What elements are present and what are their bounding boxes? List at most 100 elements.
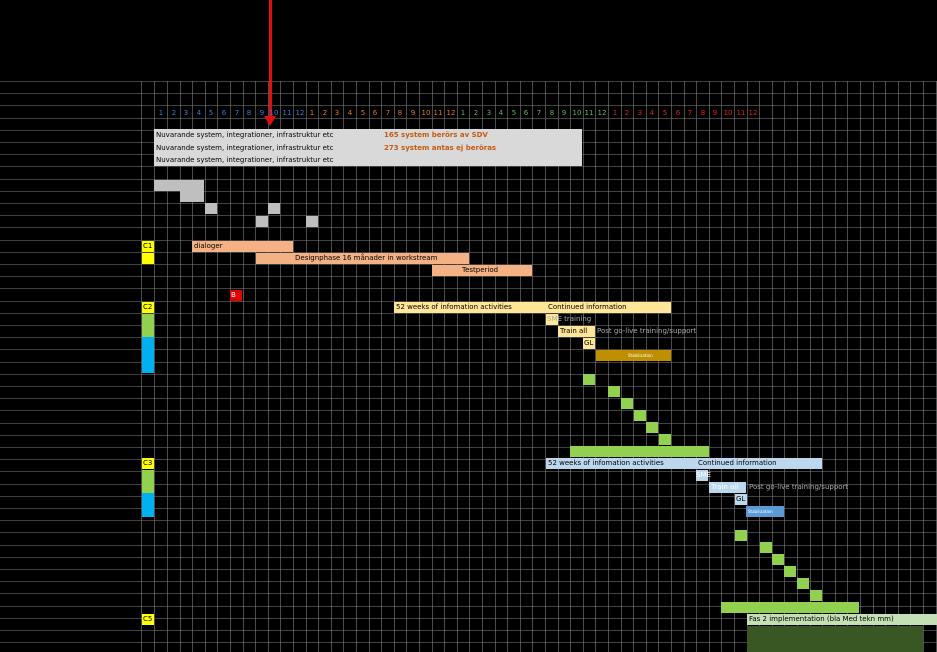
month-label: 9 — [561, 109, 567, 117]
month-label: 4 — [347, 109, 353, 117]
month-label: 2 — [322, 109, 328, 117]
c2-train-label: Train all — [560, 327, 588, 335]
month-label: 5 — [360, 109, 366, 117]
c2-green-marker — [142, 314, 154, 337]
month-label: 11 — [584, 109, 594, 117]
month-label: 5 — [511, 109, 517, 117]
month-label: 2 — [171, 109, 177, 117]
c3-sme-bar — [696, 470, 708, 481]
c2-info-bar — [394, 302, 546, 313]
month-label: 6 — [372, 109, 378, 117]
c2-sme-bar — [546, 314, 558, 325]
month-label: 9 — [259, 109, 265, 117]
unaffected-systems-note: 273 system antas ej beröras — [384, 144, 497, 152]
c3-stab-label: Stabilization — [748, 509, 773, 514]
c2-step-block — [646, 422, 658, 433]
c3-train-bar — [709, 482, 746, 493]
c1-design-bar — [256, 253, 469, 264]
c1-yellow-marker — [142, 253, 154, 264]
month-label: 9 — [712, 109, 718, 117]
month-label: 8 — [700, 109, 706, 117]
tag-c1: C1 — [142, 241, 154, 252]
c1-design-label: Designphase 16 månader in workstream — [295, 254, 438, 262]
month-label: 7 — [536, 109, 542, 117]
c1-test-bar — [432, 265, 532, 276]
c3-implementation-bar — [721, 602, 859, 613]
c3-gl-bar — [735, 494, 747, 505]
c3-step-block — [735, 530, 747, 541]
c2-post-label: Post go-live training/support — [597, 327, 697, 335]
c3-step-block — [797, 578, 809, 589]
month-label: 1 — [158, 109, 164, 117]
month-label: 6 — [221, 109, 227, 117]
month-label: 11 — [736, 109, 746, 117]
c3-step-block — [810, 590, 822, 601]
arrow-down-icon — [264, 116, 276, 126]
affected-systems-note: 165 system berörs av SDV — [384, 131, 488, 139]
month-label: 8 — [549, 109, 555, 117]
c1-dialog-bar — [192, 241, 293, 252]
tag-b: B — [230, 290, 242, 301]
month-label: 10 — [723, 109, 733, 117]
month-label: 10 — [421, 109, 431, 117]
month-label: 9 — [410, 109, 416, 117]
c3-sme-label: SME — [696, 471, 711, 479]
month-label: 2 — [473, 109, 479, 117]
c2-step-block — [583, 374, 595, 385]
c1-test-label: Testperiod — [462, 266, 499, 274]
c2-continued-bar — [546, 302, 671, 313]
c2-gl-label: GL — [584, 339, 594, 347]
gray-block — [180, 191, 204, 202]
c2-stab-label: Stabilization — [628, 353, 653, 358]
c3-step-block — [784, 566, 796, 577]
c2-sme-label: SME training — [547, 315, 592, 323]
c3-continued-bar — [696, 458, 822, 469]
c3-green-marker — [142, 470, 154, 493]
month-label: 1 — [460, 109, 466, 117]
c2-step-block — [659, 434, 671, 445]
month-label: 12 — [295, 109, 305, 117]
c2-step-block — [621, 398, 633, 409]
month-label: 4 — [649, 109, 655, 117]
gray-block — [306, 216, 318, 227]
month-label: 8 — [246, 109, 252, 117]
c3-continued-label: Continued information — [698, 459, 777, 467]
month-label: 12 — [446, 109, 456, 117]
month-label: 3 — [183, 109, 189, 117]
c2-continued-label: Continued information — [548, 303, 627, 311]
c2-gl-bar — [583, 338, 595, 349]
c2-stab-bar — [596, 350, 671, 361]
c3-train-label: Train all — [711, 483, 739, 491]
month-label: 3 — [334, 109, 340, 117]
c3-info-bar — [546, 458, 696, 469]
gray-block — [256, 216, 268, 227]
c3-stab-bar — [746, 506, 784, 517]
month-label: 12 — [748, 109, 758, 117]
month-label: 11 — [433, 109, 443, 117]
month-label: 11 — [282, 109, 292, 117]
c3-info-label: 52 weeks of infomation activities — [548, 459, 664, 467]
month-label: 10 — [572, 109, 582, 117]
c2-info-label: 52 weeks of infomation activities — [396, 303, 512, 311]
month-label: 8 — [397, 109, 403, 117]
month-label: 7 — [687, 109, 693, 117]
month-label: 4 — [498, 109, 504, 117]
system-row-1: Nuvarande system, integrationer, infrast… — [156, 131, 334, 139]
month-label: 3 — [486, 109, 492, 117]
c2-train-bar — [558, 326, 595, 337]
c3-gl-label: GL — [736, 495, 746, 503]
month-label: 6 — [523, 109, 529, 117]
c2-blue-marker — [142, 337, 154, 373]
c2-implementation-bar — [570, 446, 709, 457]
tag-c5: C5 — [142, 614, 154, 625]
c3-blue-marker — [142, 493, 154, 517]
c5-fas2-bar — [747, 614, 937, 625]
month-label: 5 — [208, 109, 214, 117]
c3-step-block — [760, 542, 772, 553]
c3-step-block — [772, 554, 784, 565]
month-label: 7 — [234, 109, 240, 117]
month-label: 12 — [597, 109, 607, 117]
month-label: 1 — [612, 109, 618, 117]
c5-dark-bar — [747, 626, 923, 652]
